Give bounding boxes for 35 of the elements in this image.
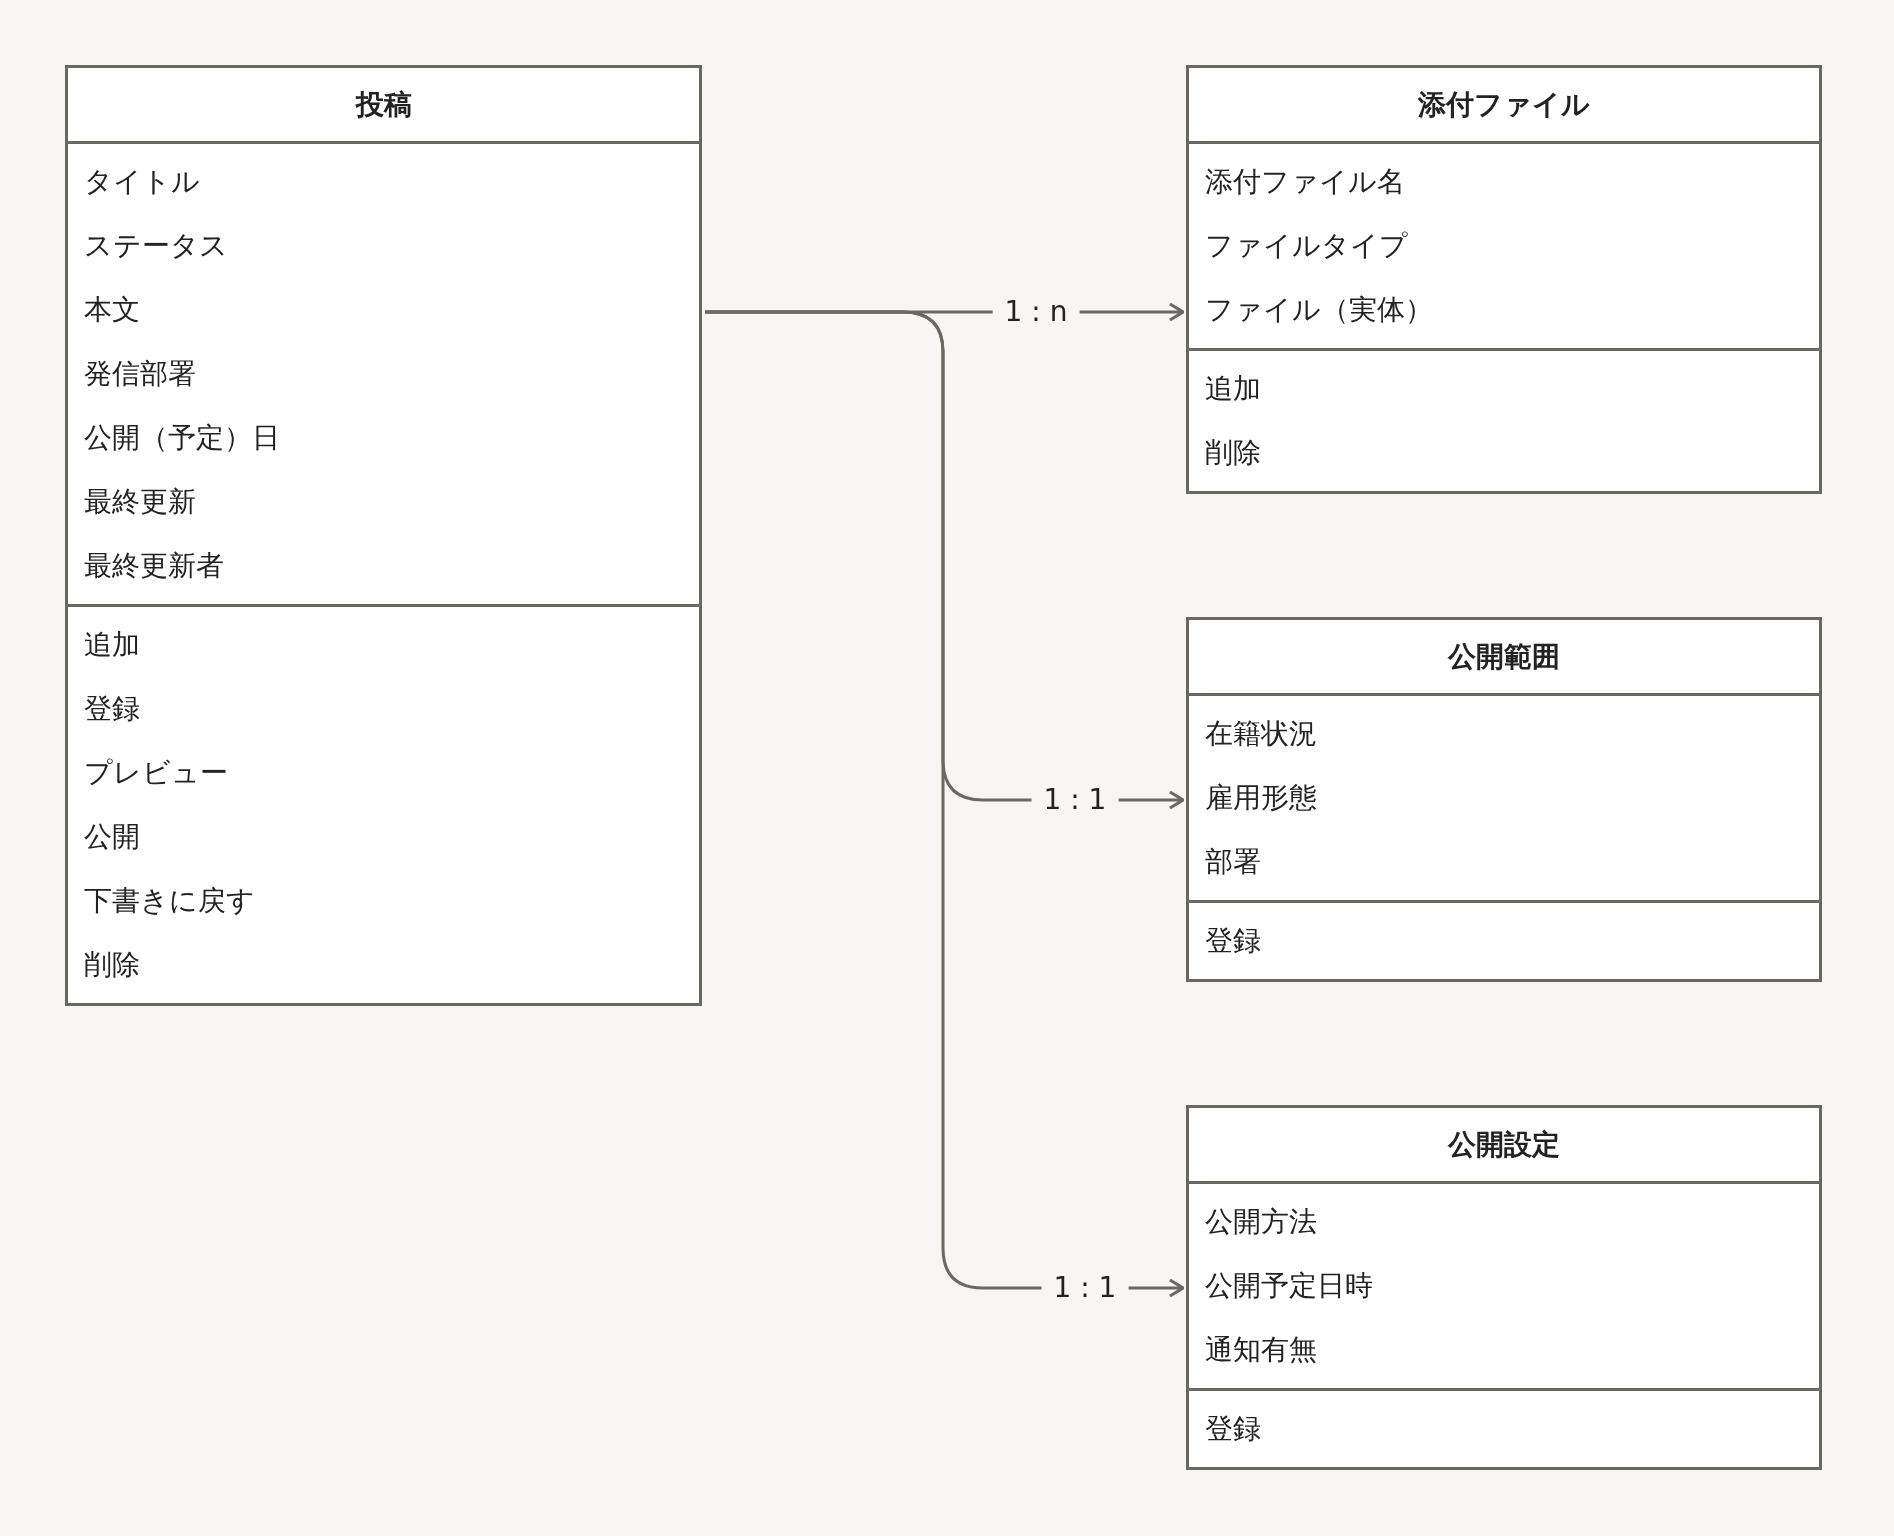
class-name: 公開範囲 — [1446, 638, 1561, 675]
member-text: 削除 — [1205, 435, 1262, 471]
member-text: 公開 — [84, 819, 141, 855]
member-text: 通知有無 — [1205, 1332, 1318, 1368]
class-box — [65, 65, 702, 1006]
member-text: ステータス — [84, 228, 229, 264]
member-text: 部署 — [1205, 844, 1262, 880]
member-text: 公開方法 — [1205, 1204, 1318, 1240]
class-box — [1186, 1105, 1822, 1470]
member-text: 発信部署 — [84, 356, 197, 392]
member-text: 添付ファイル名 — [1205, 164, 1406, 200]
member-text: 在籍状況 — [1205, 716, 1318, 752]
member-text: ファイル（実体） — [1205, 292, 1434, 328]
member-text: 雇用形態 — [1205, 780, 1318, 816]
member-text: 登録 — [1205, 923, 1262, 959]
member-text: プレビュー — [84, 755, 229, 791]
member-text: 登録 — [84, 691, 141, 727]
member-text: 追加 — [1205, 371, 1262, 407]
connector-arrow — [705, 310, 1185, 1298]
member-text: 削除 — [84, 947, 141, 983]
class-name: 投稿 — [354, 86, 413, 123]
member-text: 本文 — [84, 292, 141, 328]
member-text: 最終更新者 — [84, 548, 225, 584]
member-text: 公開予定日時 — [1205, 1268, 1374, 1304]
member-text: 追加 — [84, 627, 141, 663]
class-box — [1186, 65, 1822, 494]
member-text: 下書きに戻す — [84, 883, 256, 919]
class-name: 添付ファイル — [1417, 86, 1591, 123]
class-box — [1186, 617, 1822, 982]
member-text: 最終更新 — [84, 484, 197, 520]
member-text: 登録 — [1205, 1411, 1262, 1447]
member-text: タイトル — [84, 164, 201, 200]
member-text: 公開（予定）日 — [84, 420, 281, 456]
class-name: 公開設定 — [1446, 1126, 1561, 1163]
member-text: ファイルタイプ — [1205, 228, 1409, 264]
